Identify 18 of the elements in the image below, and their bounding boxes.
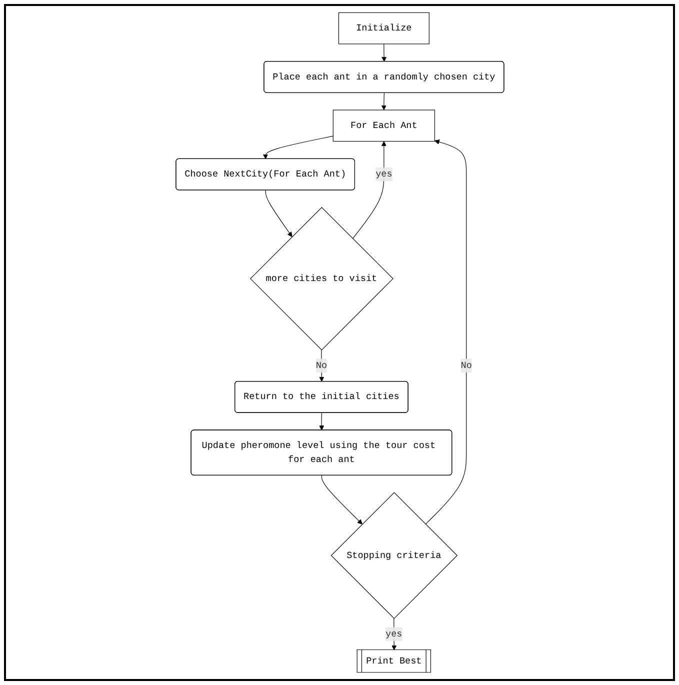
arrow bbox=[391, 618, 396, 650]
arrow bbox=[264, 190, 292, 237]
node-diamond: Stopping criteria bbox=[330, 492, 458, 619]
node-box: Initialize bbox=[338, 12, 429, 44]
arrow bbox=[318, 412, 324, 430]
edge-label: No bbox=[315, 360, 327, 371]
arrow bbox=[424, 140, 466, 524]
arrow bbox=[380, 92, 386, 110]
arrow bbox=[381, 44, 386, 62]
arrow bbox=[320, 475, 362, 524]
arrow bbox=[352, 141, 386, 239]
node-diamond: more cities to visit bbox=[250, 206, 393, 350]
arrow bbox=[262, 136, 333, 160]
edge-label: yes bbox=[375, 169, 392, 180]
edge-label: No bbox=[460, 360, 472, 371]
arrow bbox=[318, 350, 324, 382]
edge-label: yes bbox=[385, 628, 402, 640]
node-box: For Each Ant bbox=[332, 110, 435, 142]
